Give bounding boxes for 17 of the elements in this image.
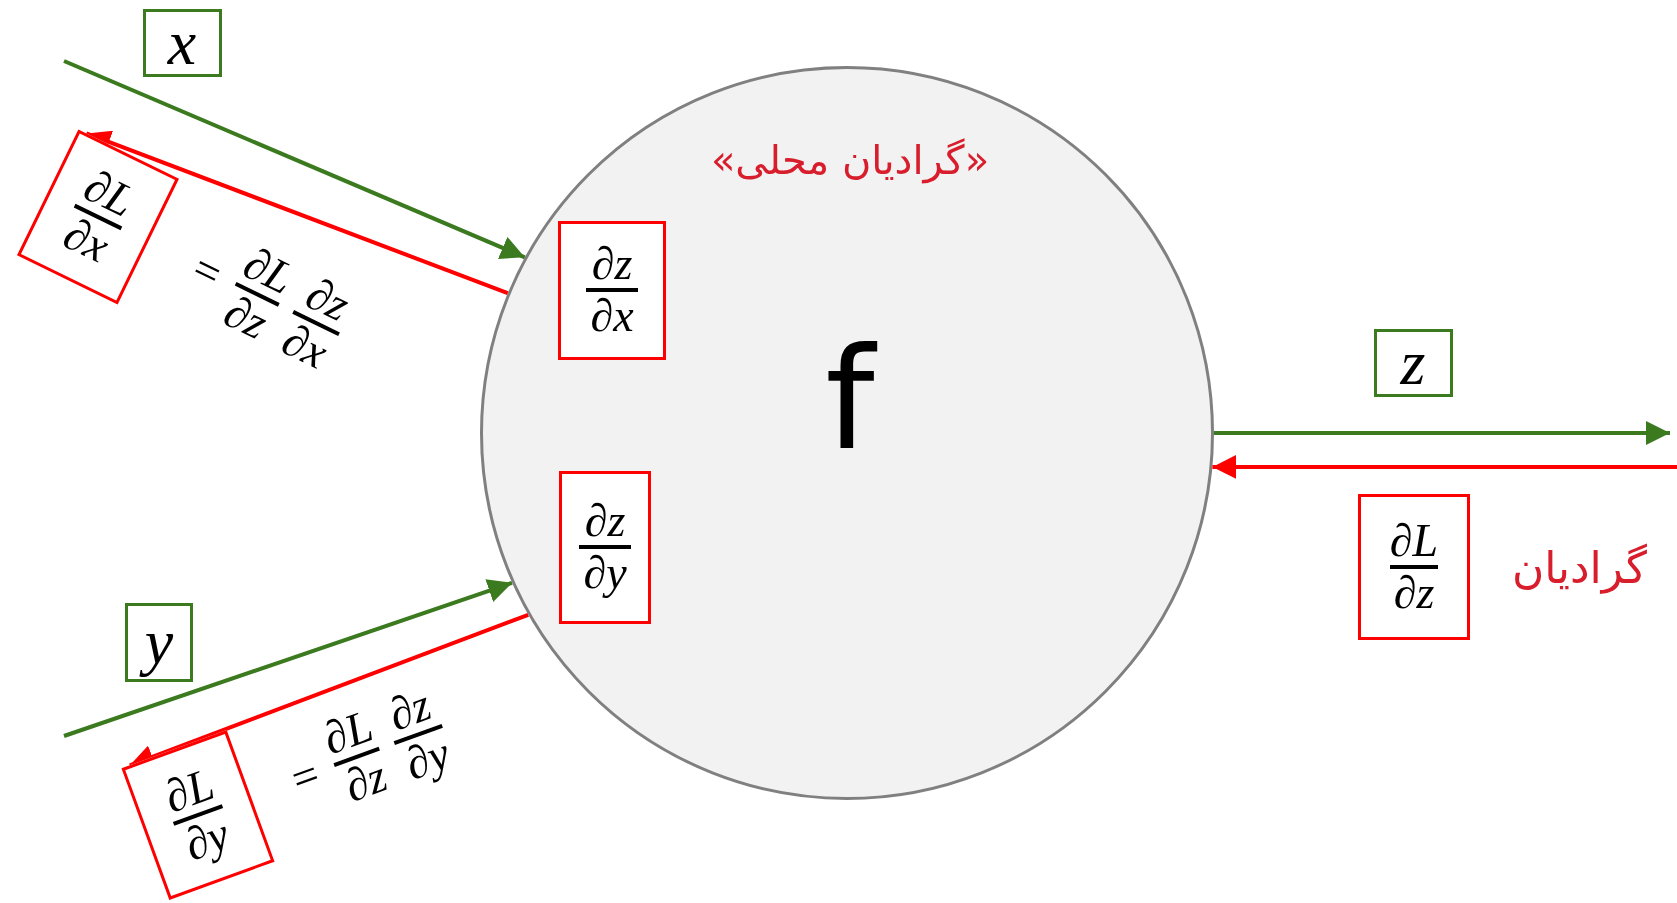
variable-box: x bbox=[142, 9, 222, 77]
formula-box bbox=[558, 220, 666, 360]
fraction: ∂L ∂x bbox=[50, 159, 146, 275]
arrow bbox=[63, 579, 513, 738]
text-label: گرادیان bbox=[1512, 541, 1647, 593]
formula-box bbox=[559, 470, 651, 624]
arrow bbox=[63, 59, 526, 260]
arrow bbox=[1214, 421, 1670, 445]
fraction: ∂L ∂y bbox=[154, 758, 242, 872]
text-label: «گرادیان محلی» bbox=[710, 137, 990, 183]
fraction: ∂L ∂z bbox=[1388, 516, 1440, 618]
variable-box: y bbox=[125, 602, 193, 682]
arrow bbox=[85, 130, 509, 296]
arrow bbox=[1212, 454, 1677, 479]
fraction: ∂z ∂x bbox=[586, 239, 638, 341]
variable-box: z bbox=[1373, 329, 1453, 397]
fraction: ∂z ∂y bbox=[579, 496, 631, 598]
